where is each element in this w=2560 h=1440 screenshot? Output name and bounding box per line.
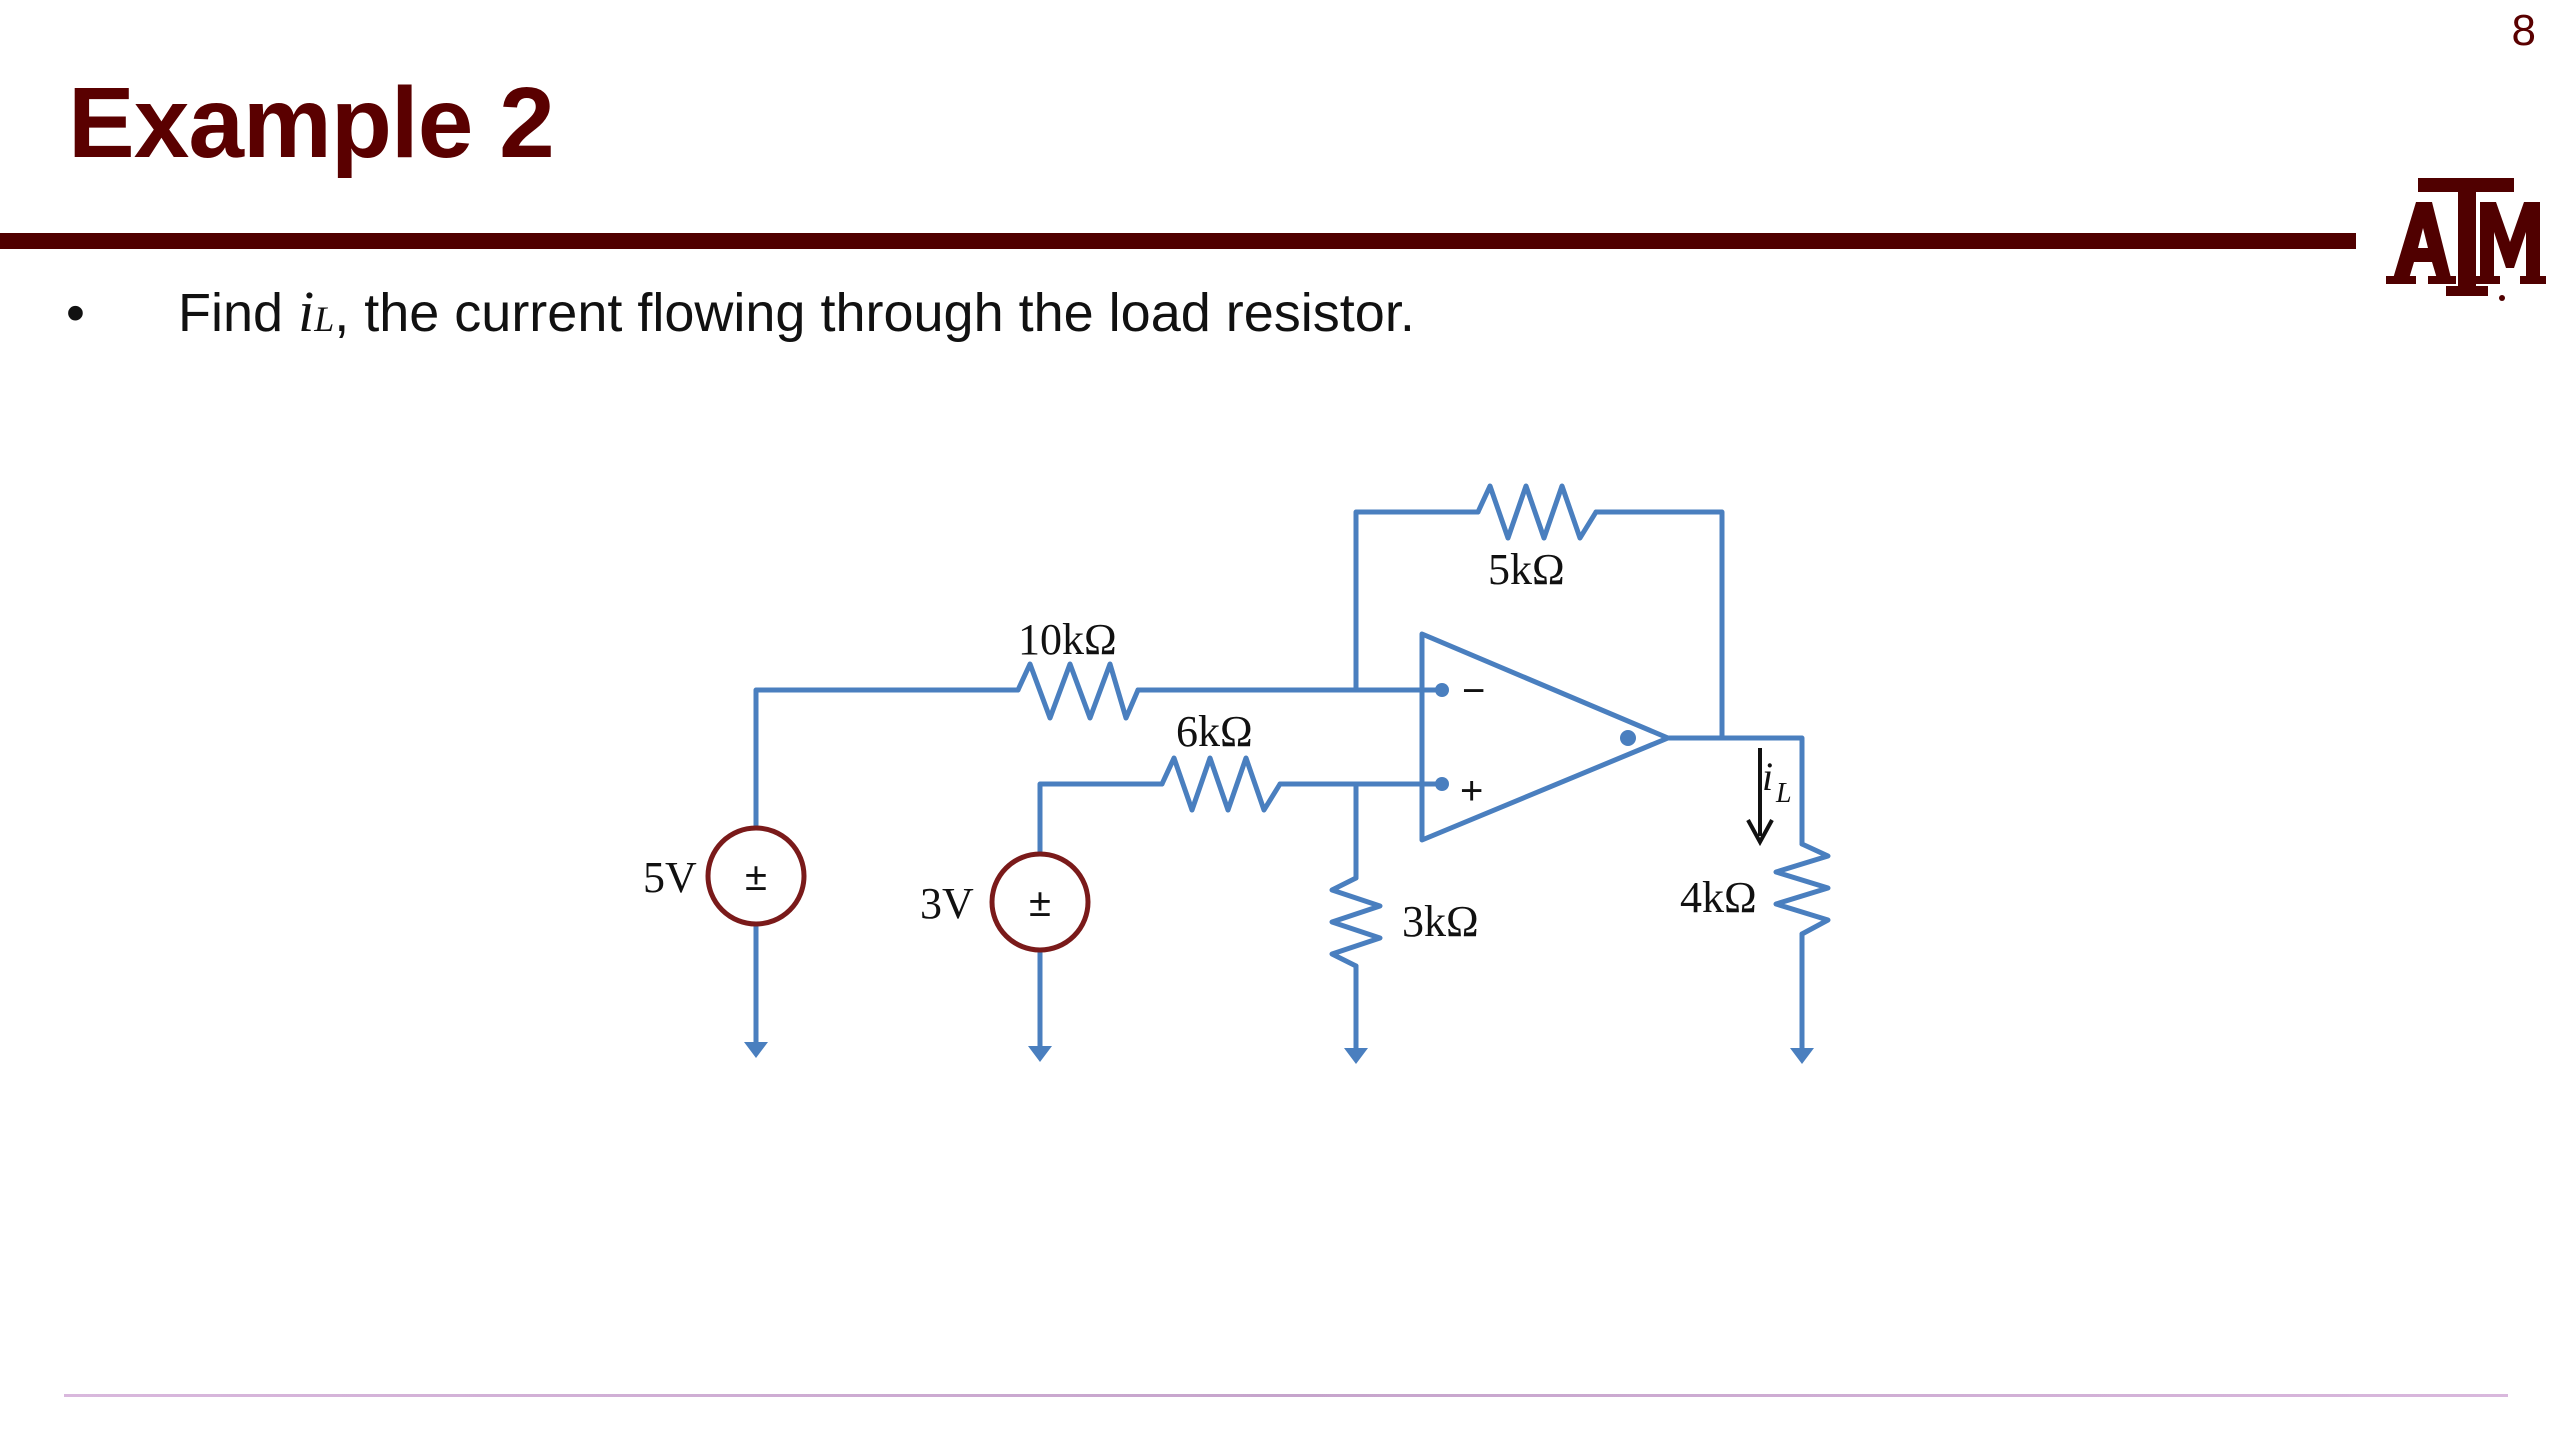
resistor-3k — [1329, 875, 1383, 969]
label-6k: 6kΩ — [1176, 707, 1253, 756]
source-3v — [989, 851, 1091, 953]
label-3k: 3kΩ — [1402, 897, 1479, 946]
label-current-symbol: i — [1762, 754, 1773, 799]
wire-3v-top — [1037, 781, 1165, 869]
label-5v: 5V — [643, 853, 697, 902]
bullet-text-before: Find — [178, 283, 299, 343]
source-5v-sign: ± — [745, 855, 767, 899]
wire-output — [1665, 735, 1805, 847]
wire-feedback-left — [1353, 509, 1481, 693]
wire-5v-top — [753, 687, 1021, 846]
bullet-text-after: , the current flowing through the load r… — [334, 283, 1415, 343]
bullet-marker: • — [66, 283, 85, 343]
current-arrow — [1746, 748, 1774, 847]
source-3v-sign: ± — [1029, 881, 1051, 925]
ground-5v — [744, 1042, 768, 1058]
current-subscript: L — [314, 299, 335, 339]
opamp-body — [1419, 631, 1671, 843]
opamp-minus: − — [1462, 669, 1485, 713]
ground-3k — [1344, 1048, 1368, 1064]
resistor-6k — [1159, 755, 1283, 813]
label-5k: 5kΩ — [1488, 545, 1565, 594]
slide-title: Example 2 — [68, 67, 555, 179]
label-10k: 10kΩ — [1018, 615, 1117, 664]
label-4k: 4kΩ — [1680, 873, 1757, 922]
resistor-4k — [1773, 841, 1831, 937]
resistor-5k — [1475, 483, 1599, 541]
ground-3v — [1028, 1046, 1052, 1062]
footer-divider — [64, 1394, 2508, 1397]
opamp-plus: + — [1460, 769, 1483, 813]
label-current-subscript: L — [1775, 778, 1792, 809]
page-number: 8 — [2511, 6, 2536, 55]
tamu-logo — [2386, 178, 2546, 301]
wire-feedback-right — [1593, 509, 1725, 741]
label-3v: 3V — [920, 879, 974, 928]
source-5v — [705, 825, 807, 927]
ground-4k — [1790, 1048, 1814, 1064]
title-divider — [0, 233, 2356, 249]
current-symbol: i — [298, 279, 315, 344]
resistor-10k — [1015, 661, 1141, 721]
